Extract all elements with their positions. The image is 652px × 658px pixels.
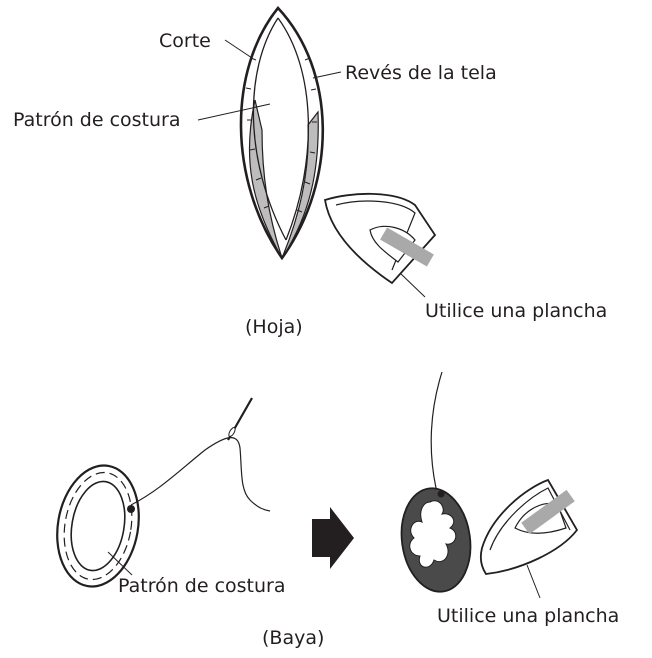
leader-patron-leaf bbox=[197, 103, 271, 121]
berry-filled-figure bbox=[400, 371, 472, 593]
iron-handle-band bbox=[521, 489, 575, 535]
berry-outer bbox=[56, 464, 140, 588]
leaf-inner-pattern-right bbox=[277, 17, 309, 241]
arrow-icon bbox=[312, 507, 354, 569]
label-utilice-una-plancha-berry: Utilice una plancha bbox=[437, 605, 620, 627]
needle-eye bbox=[228, 427, 236, 437]
berry-pattern bbox=[70, 480, 126, 572]
berry-needle-point bbox=[127, 505, 135, 513]
leader-corte bbox=[224, 39, 253, 59]
iron-sole bbox=[489, 487, 571, 551]
label-utilice-una-plancha-leaf: Utilice una plancha bbox=[425, 300, 608, 322]
label-patron-de-costura-berry: Patrón de costura bbox=[118, 575, 286, 597]
leaf-inner-pattern bbox=[252, 17, 287, 241]
iron-handle-band bbox=[380, 227, 434, 267]
label-patron-de-costura-leaf: Patrón de costura bbox=[13, 109, 181, 131]
berry-iron bbox=[479, 478, 579, 599]
caption-baya: (Baya) bbox=[262, 627, 325, 649]
leader-iron-berry bbox=[526, 564, 541, 599]
leaf-iron bbox=[323, 192, 437, 298]
label-corte: Corte bbox=[159, 30, 211, 52]
label-reves-de-la-tela: Revés de la tela bbox=[345, 62, 497, 84]
leader-patron-berry bbox=[107, 551, 133, 576]
berry-stitch bbox=[63, 471, 133, 581]
iron-sole bbox=[335, 200, 416, 271]
leader-reves bbox=[312, 71, 342, 79]
leader-iron-leaf bbox=[399, 272, 426, 298]
caption-hoja: (Hoja) bbox=[245, 316, 303, 338]
leaf-cut-ticks bbox=[245, 57, 317, 213]
berry-thread-top bbox=[430, 371, 443, 489]
berry-cutout bbox=[409, 500, 457, 568]
leaf-figure bbox=[197, 6, 342, 261]
berry-outline-figure bbox=[56, 397, 271, 588]
berry-thread bbox=[130, 437, 271, 512]
berry-dark-knot bbox=[437, 490, 445, 498]
